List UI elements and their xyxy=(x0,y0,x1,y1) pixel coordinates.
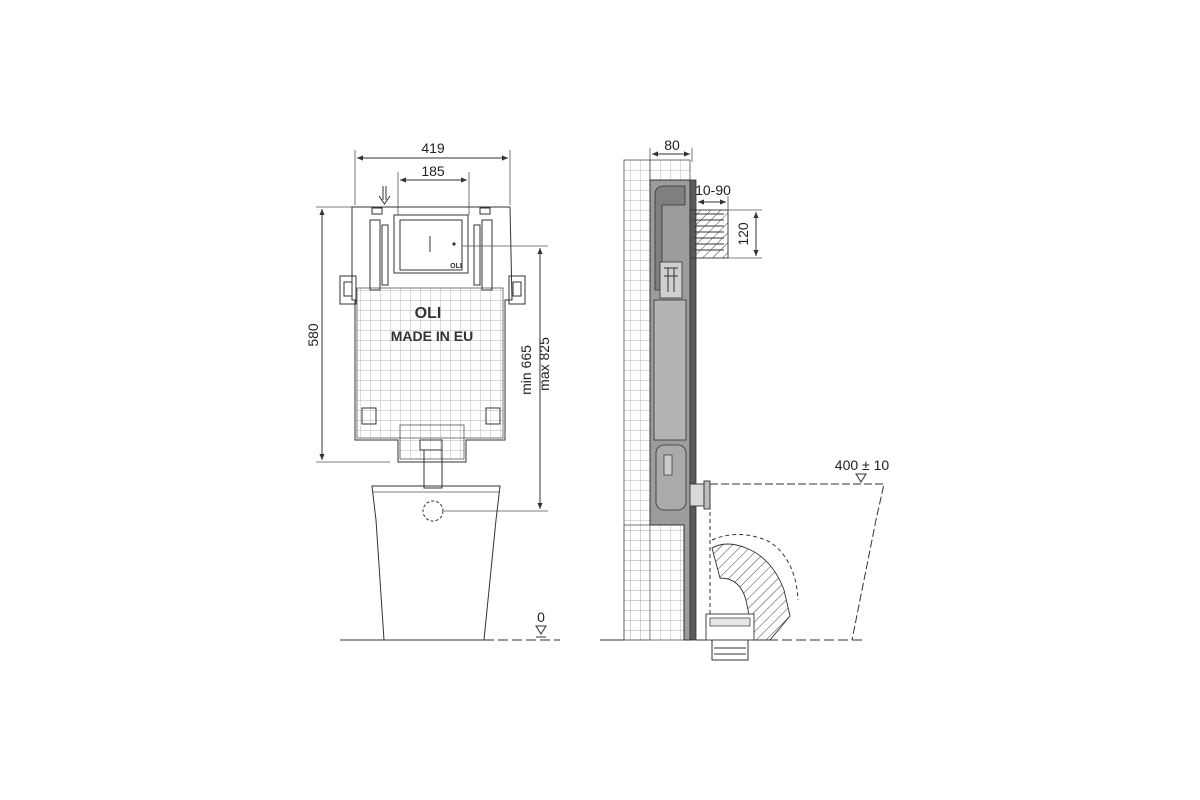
made-in-label: MADE IN EU xyxy=(391,328,473,344)
inlet-pipe xyxy=(689,209,729,259)
flush-plate-opening: OLI xyxy=(393,214,469,274)
height-label: 580 xyxy=(305,323,321,347)
side-view: 80 1 xyxy=(600,137,890,661)
brand-logo: OLI xyxy=(415,305,442,322)
pipe-height-label: 120 xyxy=(735,222,751,246)
button-width-dimension: 185 xyxy=(397,163,470,215)
width-dimension: 419 xyxy=(354,140,511,205)
pipe-height-dimension: 120 xyxy=(728,209,762,259)
cistern-section xyxy=(649,179,697,641)
install-height-dimension: min 665 max 825 xyxy=(444,245,552,512)
floor-level-marker-icon xyxy=(535,625,547,638)
pipe-range-label: 10-90 xyxy=(695,182,731,198)
water-inlet-arrow-icon xyxy=(378,186,391,205)
install-height-min-label: min 665 xyxy=(518,345,534,395)
front-view: 419 185 580 xyxy=(305,140,560,641)
plate-logo: OLI xyxy=(450,263,462,270)
floor-line-front: 0 xyxy=(340,609,560,641)
toilet-bowl-side: 400 ± 10 xyxy=(705,457,890,661)
bowl-height-label: 400 ± 10 xyxy=(835,457,890,473)
outlet-pipe xyxy=(419,439,443,489)
tile-wall xyxy=(623,159,691,641)
depth-label: 80 xyxy=(664,137,680,153)
floor-level-label: 0 xyxy=(537,609,545,625)
install-height-max-label: max 825 xyxy=(536,337,552,391)
bowl-height-marker-icon xyxy=(855,473,867,483)
cistern-frame: OLI MADE IN EU xyxy=(339,206,526,463)
depth-dimension: 80 xyxy=(649,137,693,162)
width-label: 419 xyxy=(421,140,445,156)
button-width-label: 185 xyxy=(421,163,445,179)
height-dimension: 580 xyxy=(305,206,390,463)
pipe-range-dimension: 10-90 xyxy=(695,182,731,210)
drain-bend-pipe xyxy=(689,480,711,510)
toilet-bowl-front xyxy=(371,485,501,641)
